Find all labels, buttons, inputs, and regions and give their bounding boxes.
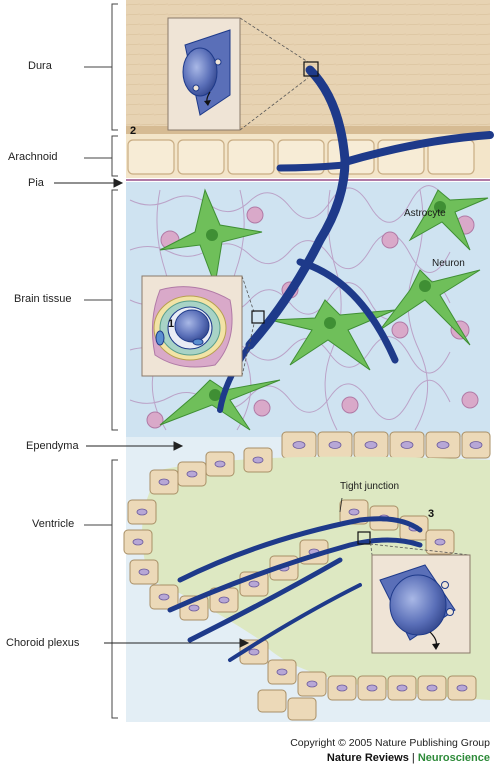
marker-2: 2 bbox=[130, 125, 137, 137]
journal-credit: Nature Reviews | Neuroscience bbox=[327, 752, 490, 764]
inset-dural-vessel bbox=[167, 17, 319, 131]
label-dura: Dura bbox=[28, 60, 52, 72]
label-tight-junction: Tight junction bbox=[340, 481, 400, 492]
label-choroid-plexus: Choroid plexus bbox=[6, 637, 80, 649]
inset-choroid-capillary bbox=[369, 537, 471, 654]
label-arrows bbox=[54, 178, 343, 648]
brain-tissue-layer bbox=[126, 182, 490, 437]
label-ventricle: Ventricle bbox=[32, 518, 75, 530]
marker-3: 3 bbox=[428, 508, 435, 520]
journal-separator: | bbox=[408, 752, 418, 764]
label-brain-tissue: Brain tissue bbox=[14, 293, 72, 305]
copyright-notice: Copyright © 2005 Nature Publishing Group bbox=[290, 737, 490, 749]
label-astrocyte: Astrocyte bbox=[404, 208, 446, 219]
blood-vessels bbox=[217, 65, 494, 413]
layer-brackets bbox=[84, 3, 118, 719]
journal-name: Nature Reviews bbox=[326, 752, 409, 764]
label-arachnoid: Arachnoid bbox=[8, 151, 58, 163]
marker-1: 1 bbox=[168, 318, 175, 330]
inset-brain-capillary bbox=[141, 275, 265, 377]
label-ependyma: Ependyma bbox=[26, 440, 79, 452]
label-pia: Pia bbox=[28, 177, 44, 189]
journal-section: Neuroscience bbox=[417, 752, 490, 764]
label-neuron: Neuron bbox=[432, 258, 465, 269]
